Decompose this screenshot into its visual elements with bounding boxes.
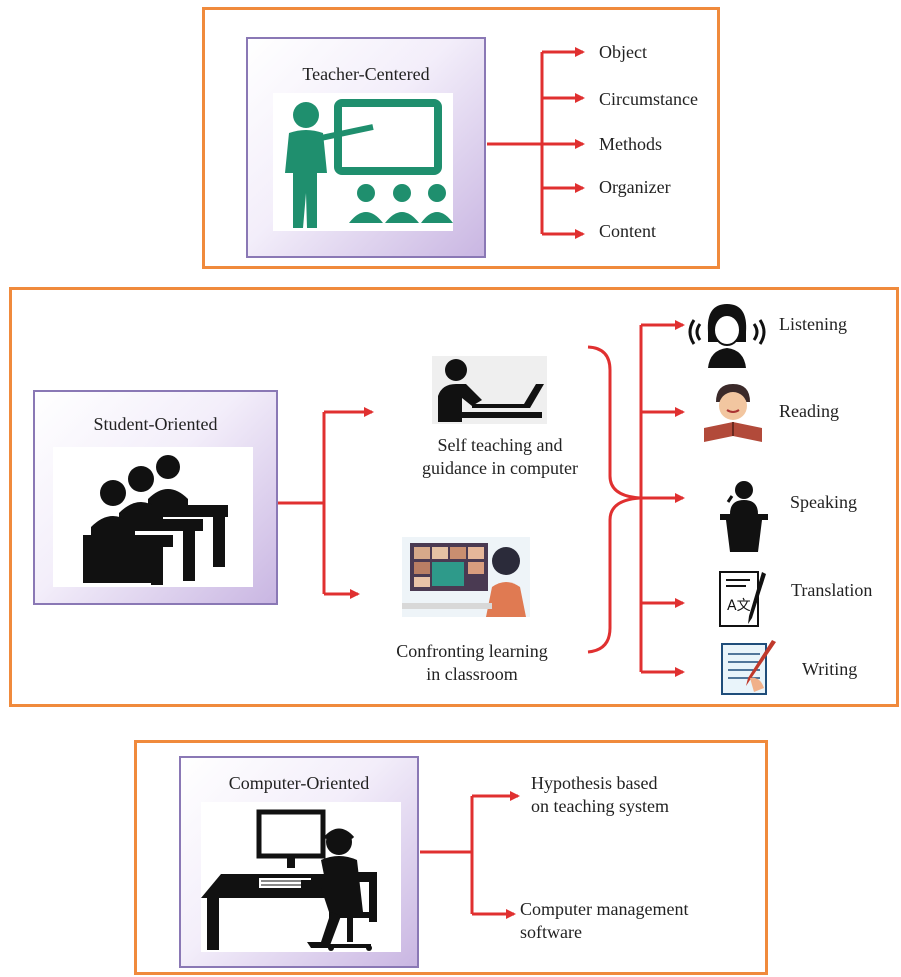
- item-organizer: Organizer: [599, 177, 671, 197]
- teacher-centered-title: Teacher-Centered: [302, 64, 430, 84]
- confronting-line2: in classroom: [426, 664, 518, 685]
- self-teaching-label: Self teaching and guidance in computer: [400, 434, 600, 481]
- students-icon: [53, 447, 253, 587]
- teacher-icon: [273, 93, 453, 231]
- reading-icon: [696, 380, 770, 446]
- translation-icon: A文: [716, 566, 772, 630]
- computer-oriented-panel: [134, 740, 768, 975]
- item-methods: Methods: [599, 134, 662, 154]
- management-label: Computer management software: [520, 898, 688, 943]
- computer-oriented-box: Computer-Oriented: [179, 756, 419, 968]
- student-oriented-box: Student-Oriented: [33, 390, 278, 605]
- writing-icon: [720, 638, 780, 696]
- skill-writing: Writing: [802, 659, 858, 679]
- self-teaching-line2: guidance in computer: [422, 458, 578, 479]
- hypothesis-label: Hypothesis based on teaching system: [531, 772, 669, 817]
- computer-worker-icon: [201, 802, 401, 952]
- student-oriented-title: Student-Oriented: [93, 414, 218, 434]
- speaking-icon: [718, 478, 770, 552]
- student-oriented-panel: [9, 287, 899, 707]
- online-class-icon: [402, 537, 530, 617]
- computer-oriented-title: Computer-Oriented: [228, 773, 370, 793]
- listening-icon: [686, 298, 768, 368]
- teacher-centered-box: Teacher-Centered: [246, 37, 486, 258]
- teacher-centered-panel: [202, 7, 720, 269]
- hypothesis-line1: Hypothesis based: [531, 773, 658, 793]
- skill-listening: Listening: [779, 314, 847, 334]
- svg-text:A文: A文: [727, 598, 751, 614]
- hypothesis-line2: on teaching system: [531, 795, 669, 816]
- item-content: Content: [599, 221, 656, 241]
- item-object: Object: [599, 42, 647, 62]
- skill-translation: Translation: [791, 580, 873, 600]
- skill-speaking: Speaking: [790, 492, 857, 512]
- self-teaching-line1: Self teaching and: [437, 435, 563, 455]
- management-line1: Computer management: [520, 899, 689, 919]
- item-circumstance: Circumstance: [599, 89, 698, 109]
- skill-reading: Reading: [779, 401, 839, 421]
- computer-user-icon: [432, 356, 547, 424]
- confronting-line1: Confronting learning: [396, 641, 548, 661]
- confronting-label: Confronting learning in classroom: [362, 640, 582, 687]
- management-line2: software: [520, 921, 582, 942]
